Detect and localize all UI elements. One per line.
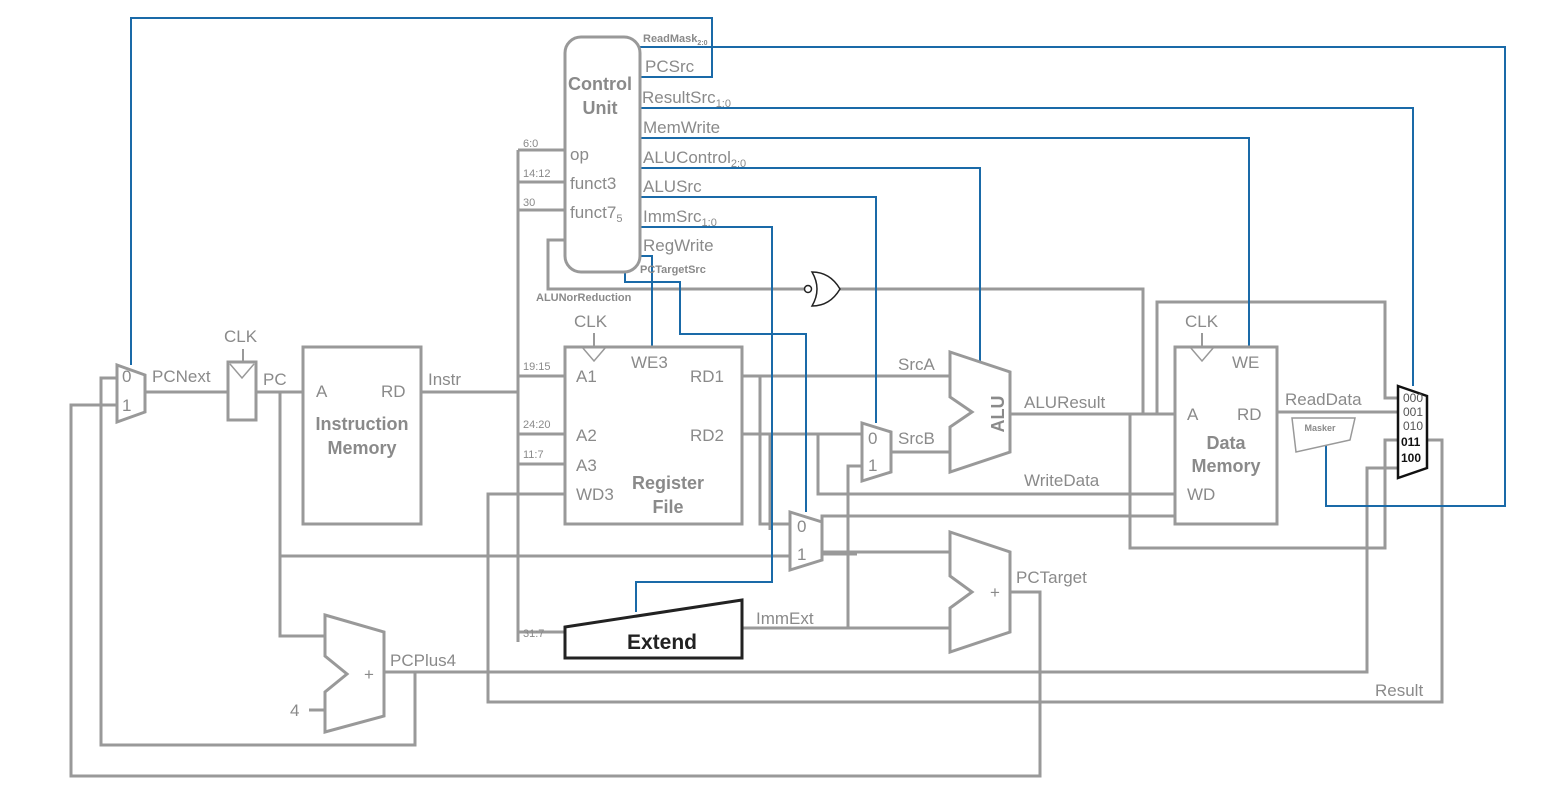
regfile-wd3: WD3 — [576, 485, 614, 504]
bits-funct7: 30 — [523, 197, 535, 209]
extend-unit: Extend — [563, 598, 744, 660]
pcsrc-label: PCSrc — [645, 57, 695, 76]
memwrite-label: MemWrite — [643, 118, 720, 137]
pc-mux-in1: 1 — [122, 396, 131, 415]
result-mux-in4: 100 — [1401, 451, 1421, 465]
immsrc-label: ImmSrc1:0 — [643, 207, 717, 229]
control-unit-box — [563, 35, 642, 274]
dmem-port-rd: RD — [1237, 405, 1262, 424]
regfile-rd1: RD1 — [690, 367, 724, 386]
alucontrol-label: ALUControl2:0 — [643, 148, 746, 170]
dmem-title-1: Data — [1206, 433, 1246, 453]
pc-clk-label: CLK — [224, 327, 258, 346]
dmem-port-a: A — [1187, 405, 1199, 424]
bits-a1: 19:15 — [523, 361, 551, 373]
control-unit-title-1: Control — [568, 74, 632, 94]
regfile-a2: A2 — [576, 426, 597, 445]
data-memory: CLK WE A RD WD Data Memory — [1173, 312, 1279, 526]
pc-label: PC — [263, 370, 287, 389]
resultsrc-label: ResultSrc1:0 — [642, 88, 731, 110]
bits-funct3: 14:12 — [523, 168, 551, 180]
regwrite-label: RegWrite — [643, 236, 714, 255]
result-mux-in2: 010 — [1403, 419, 1423, 433]
regfile-title-2: File — [652, 497, 683, 517]
funct7-label: funct75 — [570, 203, 622, 225]
dmem-title-2: Memory — [1191, 456, 1260, 476]
aluresult-label: ALUResult — [1024, 393, 1106, 412]
pcplus4-plus: + — [364, 665, 374, 684]
imem-title-2: Memory — [327, 438, 396, 458]
srcb-mux-in1: 1 — [868, 456, 877, 475]
writedata-label: WriteData — [1024, 471, 1100, 490]
bits-op: 6:0 — [523, 138, 538, 150]
srcb-label: SrcB — [898, 429, 935, 448]
alunorreduction-label: ALUNorReduction — [536, 292, 632, 304]
extend-label: Extend — [627, 631, 697, 654]
srcb-mux-in0: 0 — [868, 429, 877, 448]
regfile-a1: A1 — [576, 367, 597, 386]
pctarget-src-mux: 0 1 — [788, 509, 824, 573]
pctarget-mux-in0: 0 — [797, 517, 806, 536]
readmask-label: ReadMask2:0 — [643, 33, 708, 47]
regfile-title-1: Register — [632, 473, 704, 493]
instr-label: Instr — [428, 370, 461, 389]
regfile-a3: A3 — [576, 456, 597, 475]
bits-a3: 11:7 — [523, 449, 544, 461]
register-file: CLK A1 A2 A3 WD3 WE3 RD1 RD2 Register Fi… — [563, 312, 744, 526]
pc-mux-in0: 0 — [122, 367, 131, 386]
result-mux: 000 001 010 011 100 — [1396, 384, 1429, 480]
result-mux-in1: 001 — [1403, 405, 1423, 419]
imem-port-a: A — [316, 382, 328, 401]
alu-label: ALU — [988, 396, 1008, 433]
pctarget-mux-in1: 1 — [797, 545, 806, 564]
imem-port-rd: RD — [381, 382, 406, 401]
pctarget-adder: + — [948, 529, 1012, 655]
constant-4: 4 — [290, 701, 299, 720]
regfile-rd2: RD2 — [690, 426, 724, 445]
datapath-wires — [69, 148, 1444, 778]
control-wires — [130, 17, 1506, 612]
result-mux-in3: 011 — [1401, 435, 1421, 449]
dmem-port-wd: WD — [1187, 485, 1215, 504]
imem-title-1: Instruction — [316, 414, 409, 434]
srca-label: SrcA — [898, 355, 936, 374]
bits-a2: 24:20 — [523, 419, 551, 431]
regfile-we3: WE3 — [631, 353, 668, 372]
nor-gate — [803, 271, 841, 307]
bits-imm: 31:7 — [523, 628, 544, 640]
pctarget-label: PCTarget — [1016, 568, 1087, 587]
funct3-label: funct3 — [570, 174, 616, 193]
result-label: Result — [1375, 681, 1423, 700]
pctargetsrc-label: PCTargetSrc — [640, 264, 706, 276]
instruction-memory: A RD Instruction Memory — [301, 345, 423, 526]
op-label: op — [570, 145, 589, 164]
masker: Masker — [1291, 417, 1356, 453]
dmem-we: WE — [1232, 353, 1259, 372]
pcplus4-adder: + 4 — [290, 613, 386, 734]
alusrc-label: ALUSrc — [643, 177, 702, 196]
pc-register: CLK — [224, 327, 258, 422]
srcb-mux: 0 1 — [860, 420, 893, 484]
control-unit: Control Unit op funct3 funct75 ReadMask2… — [536, 33, 746, 304]
regfile-clk: CLK — [574, 312, 608, 331]
masker-label: Masker — [1304, 423, 1336, 433]
result-mux-in0: 000 — [1403, 391, 1423, 405]
dmem-clk: CLK — [1185, 312, 1219, 331]
readdata-label: ReadData — [1285, 390, 1362, 409]
pcplus4-label: PCPlus4 — [390, 651, 456, 670]
pc-mux: 0 1 — [115, 362, 147, 425]
immext-label: ImmExt — [756, 609, 814, 628]
pcnext-label: PCNext — [152, 367, 211, 386]
bit-field-labels: 6:0 14:12 30 19:15 24:20 11:7 31:7 — [523, 138, 551, 640]
pctarget-plus: + — [990, 583, 1000, 602]
alu: ALU — [948, 349, 1012, 475]
control-unit-title-2: Unit — [583, 98, 618, 118]
